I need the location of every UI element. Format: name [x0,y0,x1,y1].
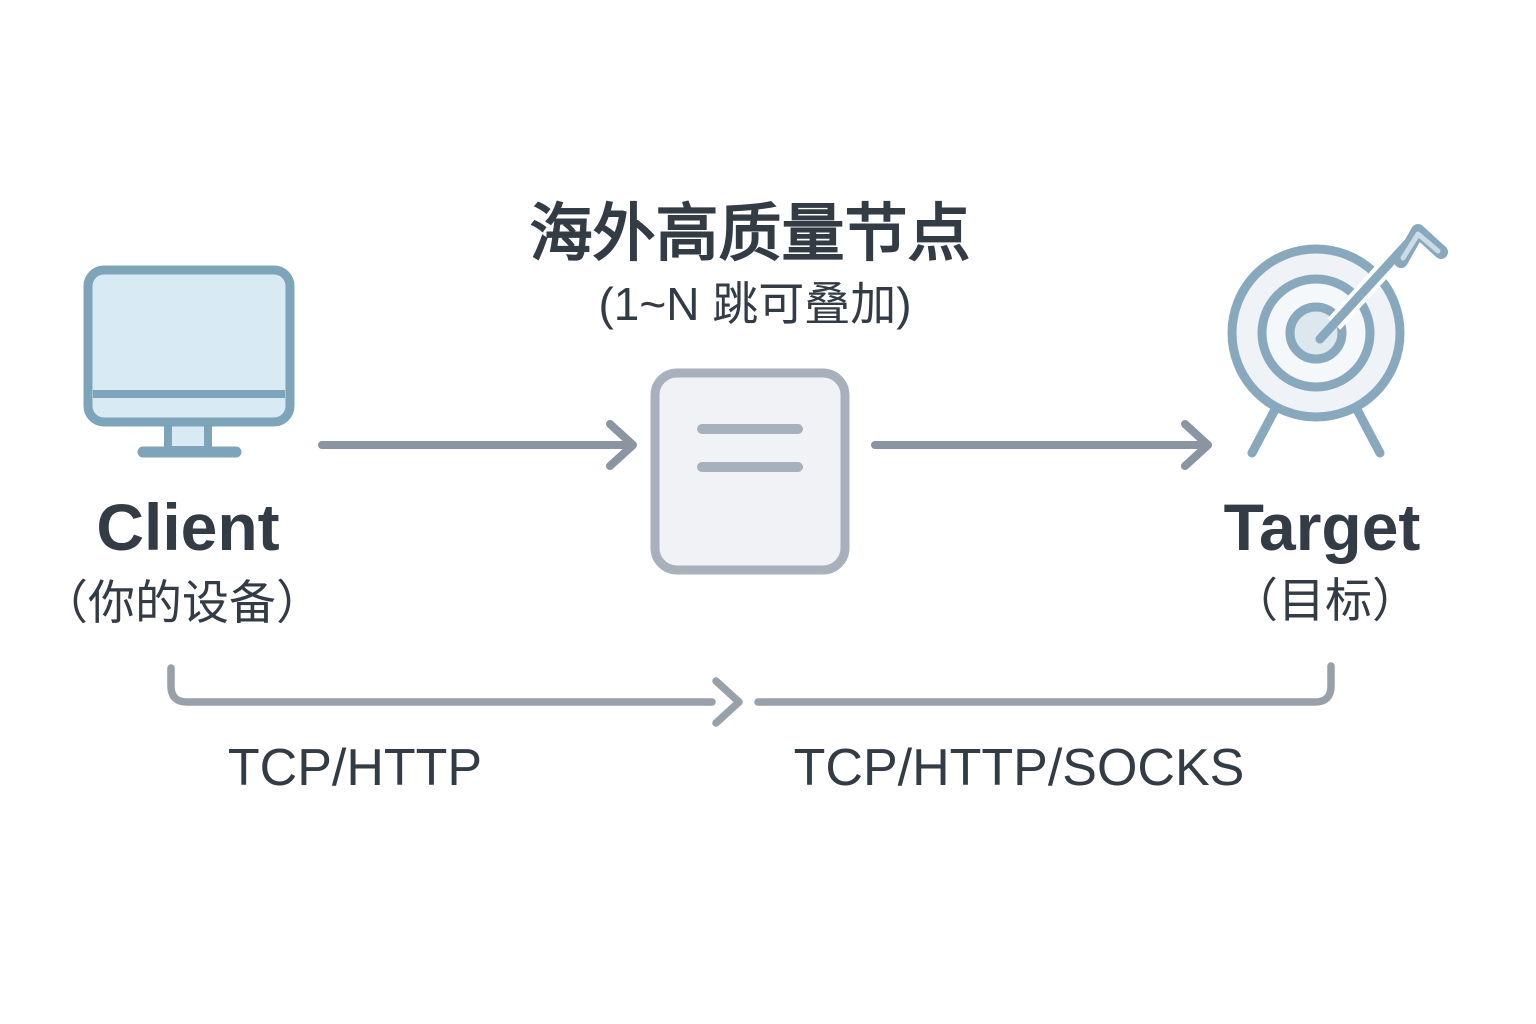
target-bullseye-center [1285,302,1347,364]
document-node-icon [650,368,850,575]
monitor-screen [83,265,295,427]
target-sublabel: （目标） [1231,574,1419,627]
bracket-client-segment-icon [167,664,743,727]
target-bullseye-icon [1227,224,1448,458]
client-sublabel: （你的设备） [41,576,323,629]
dart-fletching-stripe [1400,231,1441,261]
node-subtitle: (1~N 跳可叠加) [598,278,912,330]
protocol-label-client-segment: TCP/HTTP [227,739,483,797]
protocol-label-target-segment: TCP/HTTP/SOCKS [793,739,1245,797]
node-title: 海外高质量节点 [529,199,971,269]
arrow-client-to-node-icon [318,420,637,470]
monitor-icon [83,265,295,458]
client-label: Client [96,490,280,564]
bracket-target-segment-icon [754,662,1335,706]
target-label: Target [1223,490,1421,564]
arrow-node-to-target-icon [871,420,1212,470]
